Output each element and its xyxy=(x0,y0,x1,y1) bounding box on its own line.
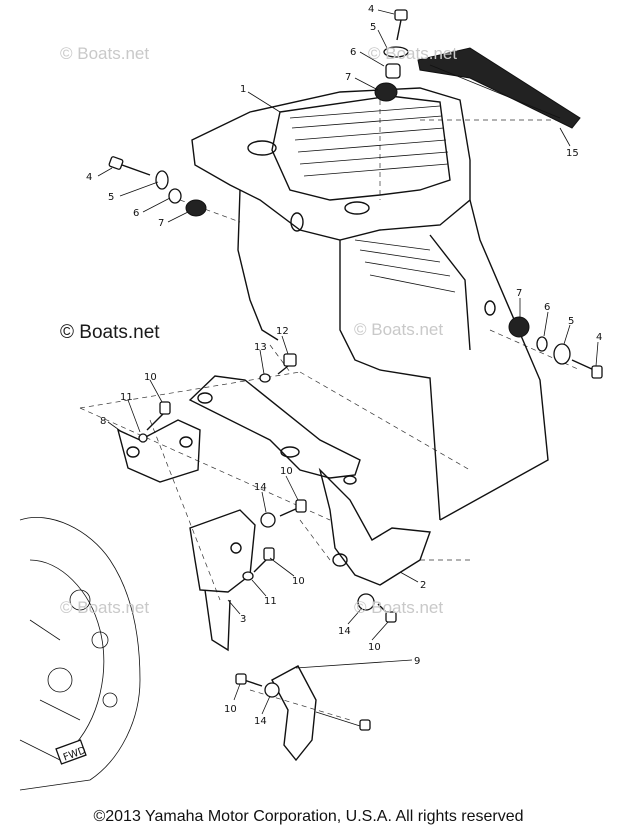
callout-13: 13 xyxy=(254,342,267,353)
callout-10: 10 xyxy=(368,642,381,653)
watermark: © Boats.net xyxy=(354,320,444,339)
callout-10: 10 xyxy=(224,704,237,715)
callout-2: 2 xyxy=(420,580,426,591)
watermark: © Boats.net xyxy=(60,44,150,63)
support-bracket xyxy=(188,375,361,485)
left-fastener-stack xyxy=(108,156,207,217)
leader-lines xyxy=(97,9,599,715)
right-fastener-stack xyxy=(508,316,603,379)
watermark: © Boats.net xyxy=(60,322,160,343)
callout-6: 6 xyxy=(350,47,356,58)
copyright-notice: ©2013 Yamaha Motor Corporation, U.S.A. A… xyxy=(93,808,524,825)
top-fastener-stack xyxy=(374,9,409,102)
bracket-3-fasteners xyxy=(242,499,307,581)
callout-5: 5 xyxy=(370,22,376,33)
callout-7: 7 xyxy=(158,218,164,229)
callout-10: 10 xyxy=(292,576,305,587)
bottom-cowling-part-1 xyxy=(191,87,549,521)
bracket-part-9 xyxy=(235,665,371,762)
callout-4: 4 xyxy=(86,172,92,183)
callout-7: 7 xyxy=(345,72,351,83)
callout-7: 7 xyxy=(516,288,522,299)
callout-10: 10 xyxy=(280,466,293,477)
bracket-part-2 xyxy=(318,467,431,586)
callout-6: 6 xyxy=(133,208,139,219)
alignment-lines xyxy=(79,100,581,721)
callout-4: 4 xyxy=(596,332,602,343)
callout-11: 11 xyxy=(120,392,133,403)
engine-block-outline xyxy=(19,517,141,791)
callout-11: 11 xyxy=(264,596,277,607)
decal-part-15 xyxy=(417,47,581,129)
watermark: © Boats.net xyxy=(368,44,458,63)
bracket-2-fasteners xyxy=(357,593,397,623)
callout-numbers: 4 5 6 7 15 1 4 5 6 7 7 6 5 4 12 13 10 11… xyxy=(86,4,602,727)
exploded-parts-diagram: FWD 4 5 6 7 1 xyxy=(19,4,603,791)
callout-14: 14 xyxy=(338,626,351,637)
watermark: © Boats.net xyxy=(354,598,444,617)
callout-15: 15 xyxy=(566,148,579,159)
bracket-part-8 xyxy=(116,401,201,483)
callout-10: 10 xyxy=(144,372,157,383)
callout-6: 6 xyxy=(544,302,550,313)
callout-1: 1 xyxy=(240,84,246,95)
callout-14: 14 xyxy=(254,482,267,493)
bolt-12-and-washer-13 xyxy=(259,353,297,383)
callout-3: 3 xyxy=(240,614,246,625)
watermark: © Boats.net xyxy=(60,598,150,617)
callout-4: 4 xyxy=(368,4,374,15)
callout-5: 5 xyxy=(568,316,574,327)
callout-9: 9 xyxy=(414,656,420,667)
callout-5: 5 xyxy=(108,192,114,203)
callout-8: 8 xyxy=(100,416,106,427)
callout-12: 12 xyxy=(276,326,289,337)
bracket-part-3 xyxy=(189,509,256,652)
callout-14: 14 xyxy=(254,716,267,727)
